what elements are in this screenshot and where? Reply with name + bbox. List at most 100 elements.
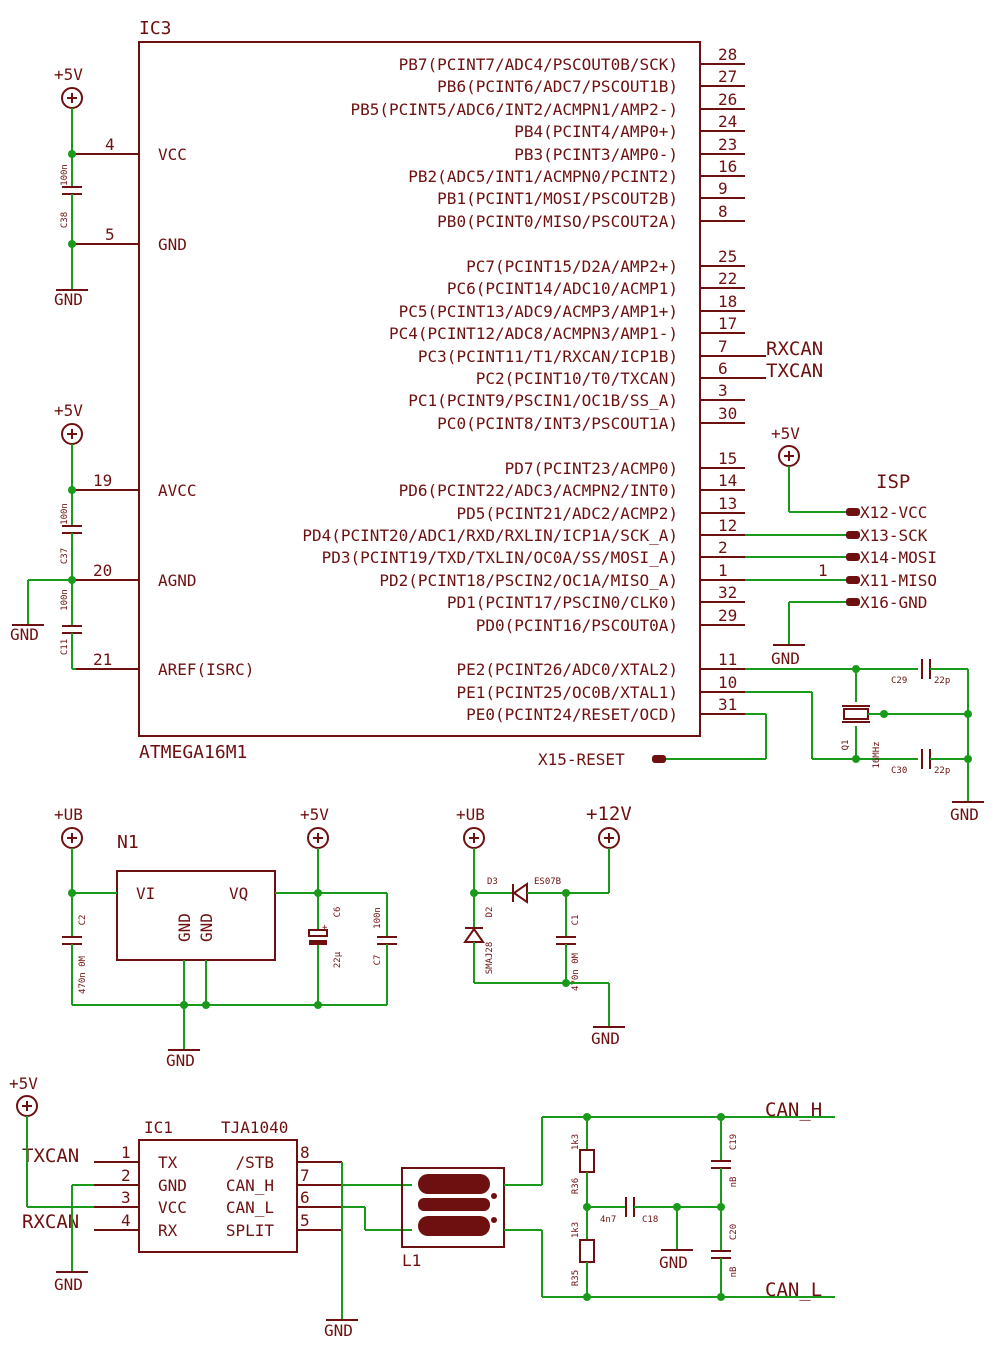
connector-x11: X11-MISO xyxy=(860,571,937,590)
c19-ref: C19 xyxy=(729,1134,739,1150)
ic3-pin-label: PC5(PCINT13/ADC9/ACMP3/AMP1+) xyxy=(399,302,678,321)
ic3-pin-label: PC1(PCINT9/PSCIN1/OC1B/SS_A) xyxy=(408,391,678,410)
d2-value: SMAJ28 xyxy=(485,942,495,975)
c37-value: 100n xyxy=(60,503,70,525)
isp-title: ISP xyxy=(876,471,910,493)
input-protection: +UB +12V D3 ES07B D2 SMAJ28 C1 470n 0M G… xyxy=(456,803,632,1048)
r35-ref: R35 xyxy=(571,1270,581,1286)
net-txcan: TXCAN xyxy=(766,360,823,382)
ic3-pin-num: 1 xyxy=(718,561,728,580)
ic1-pin-label: SPLIT xyxy=(226,1221,275,1240)
c30-ref: C30 xyxy=(891,766,907,776)
ic1-pin-num: 8 xyxy=(300,1143,310,1162)
ic3-pin-num: 16 xyxy=(718,157,737,176)
c18-value: 4n7 xyxy=(600,1215,616,1225)
ic3-pin-num: 19 xyxy=(93,471,112,490)
c38-value: 100n xyxy=(60,164,70,186)
supply-label-5v: +5V xyxy=(771,424,800,443)
ic3-pin-label: PC0(PCINT8/INT3/PSCOUT1A) xyxy=(437,414,678,433)
c2-ref: C2 xyxy=(78,915,88,926)
c1-ref: C1 xyxy=(571,915,581,926)
can-termination: CAN_H CAN_L 1k3 R36 1k3 R35 4n7 C18 GND … xyxy=(541,1099,835,1301)
n1-pin-vq: VQ xyxy=(229,884,248,903)
isp-connector: ISP +5V GND 1 X12-VCC X13-SCK X14-MOSI X… xyxy=(745,424,937,668)
gnd-label: GND xyxy=(324,1321,353,1340)
c6-ref: C6 xyxy=(333,907,343,918)
n1-pin-vi: VI xyxy=(136,884,155,903)
ic3-right-pin-numbers: 28 27 26 24 23 16 9 8 25 22 18 17 7 6 3 … xyxy=(718,45,737,714)
ic3-pin-num: 30 xyxy=(718,404,737,423)
ic3-pin-label: PB0(PCINT0/MISO/PSCOUT2A) xyxy=(437,212,678,231)
ic3-pin-num: 24 xyxy=(718,112,737,131)
connector-x15: X15-RESET xyxy=(538,750,625,769)
r36-value: 1k3 xyxy=(571,1134,581,1150)
ic3-pin-label: PC6(PCINT14/ADC10/ACMP1) xyxy=(447,279,678,298)
ic3-pin-num: 14 xyxy=(718,471,737,490)
ic3-right-pins xyxy=(700,63,745,715)
ic3-ref: IC3 xyxy=(139,18,172,39)
gnd-label: GND xyxy=(659,1253,688,1272)
ic3-pin-label: PB4(PCINT4/AMP0+) xyxy=(514,122,678,141)
ic3-pin-label: PB5(PCINT5/ADC6/INT2/ACMPN1/AMP2-) xyxy=(350,100,678,119)
ic3-pin-label: PD4(PCINT20/ADC1/RXD/RXLIN/ICP1A/SCK_A) xyxy=(302,526,678,545)
r36-ref: R36 xyxy=(571,1178,581,1194)
connector-x12: X12-VCC xyxy=(860,503,927,522)
supply-label-12v: +12V xyxy=(586,803,632,825)
d2-ref: D2 xyxy=(485,907,495,918)
supply-label-5v: +5V xyxy=(9,1074,38,1093)
ic1-pin-num: 4 xyxy=(121,1211,131,1230)
supply-label-5v: +5V xyxy=(54,65,83,84)
net-rxcan: RXCAN xyxy=(22,1211,79,1233)
ic3-pin-num: 10 xyxy=(718,673,737,692)
ic3-pin-num: 9 xyxy=(718,179,728,198)
ic3-pin-label: PE2(PCINT26/ADC0/XTAL2) xyxy=(456,660,678,679)
supply-label-ub: +UB xyxy=(54,805,83,824)
ic3-pin-num: 12 xyxy=(718,516,737,535)
d3-ref: D3 xyxy=(487,877,498,887)
ic3-pin-num: 26 xyxy=(718,90,737,109)
ic3-pin-num: 8 xyxy=(718,202,728,221)
ic3-pin-num: 21 xyxy=(93,650,112,669)
polarity-plus-icon: + xyxy=(322,923,328,933)
ic3-pin-label: AVCC xyxy=(158,481,197,500)
ic3-pin-num: 4 xyxy=(105,135,115,154)
ic3-pin-label: PC3(PCINT11/T1/RXCAN/ICP1B) xyxy=(418,347,678,366)
ic3-pin-num: 23 xyxy=(718,135,737,154)
c1-value: 470n 0M xyxy=(571,952,581,991)
ic3-pin-label: PD6(PCINT22/ADC3/ACMPN2/INT0) xyxy=(399,481,678,500)
ic1-pin-label: CAN_H xyxy=(226,1176,274,1195)
ic3-pin-num: 32 xyxy=(718,583,737,602)
ic1-pin-num: 5 xyxy=(300,1211,310,1230)
choke-l1: L1 xyxy=(401,1167,542,1270)
ic3-pin-label: VCC xyxy=(158,145,187,164)
ic3-pin-num: 18 xyxy=(718,292,737,311)
ic3-pin-num: 5 xyxy=(105,225,115,244)
ic3-pin-label: PC7(PCINT15/D2A/AMP2+) xyxy=(466,257,678,276)
ic1-pin-num: 2 xyxy=(121,1166,131,1185)
ic1-pin-num: 3 xyxy=(121,1188,131,1207)
c29-value: 22p xyxy=(934,676,950,686)
c18-ref: C18 xyxy=(642,1215,658,1225)
ic3-pin-label: PD7(PCINT23/ACMP0) xyxy=(505,459,678,478)
ic3-pin-label: GND xyxy=(158,235,187,254)
n1-pin-gnd: GND xyxy=(197,913,216,942)
isp-pin1-label: 1 xyxy=(818,561,828,580)
ic3-pin-num: 3 xyxy=(718,381,728,400)
supply-label-ub: +UB xyxy=(456,805,485,824)
ic3-pin-num: 29 xyxy=(718,606,737,625)
ic1-pin-label: GND xyxy=(158,1176,187,1195)
can-nets: RXCAN TXCAN xyxy=(745,338,823,382)
gnd-label: GND xyxy=(950,805,979,824)
net-can-h: CAN_H xyxy=(765,1099,822,1121)
ic3-pin-num: 7 xyxy=(718,337,728,356)
c2-value: 470n 0M xyxy=(78,955,88,994)
ic3-pin-num: 15 xyxy=(718,449,737,468)
connector-x14: X14-MOSI xyxy=(860,548,937,567)
ic3-pin-num: 22 xyxy=(718,269,737,288)
ic3-value: ATMEGA16M1 xyxy=(139,742,247,763)
ic3-pin-label: PC4(PCINT12/ADC8/ACMPN3/AMP1-) xyxy=(389,324,678,343)
net-rxcan: RXCAN xyxy=(766,338,823,360)
c20-ref: C20 xyxy=(729,1224,739,1240)
ic3-pin-label: PE0(PCINT24/RESET/OCD) xyxy=(466,705,678,724)
